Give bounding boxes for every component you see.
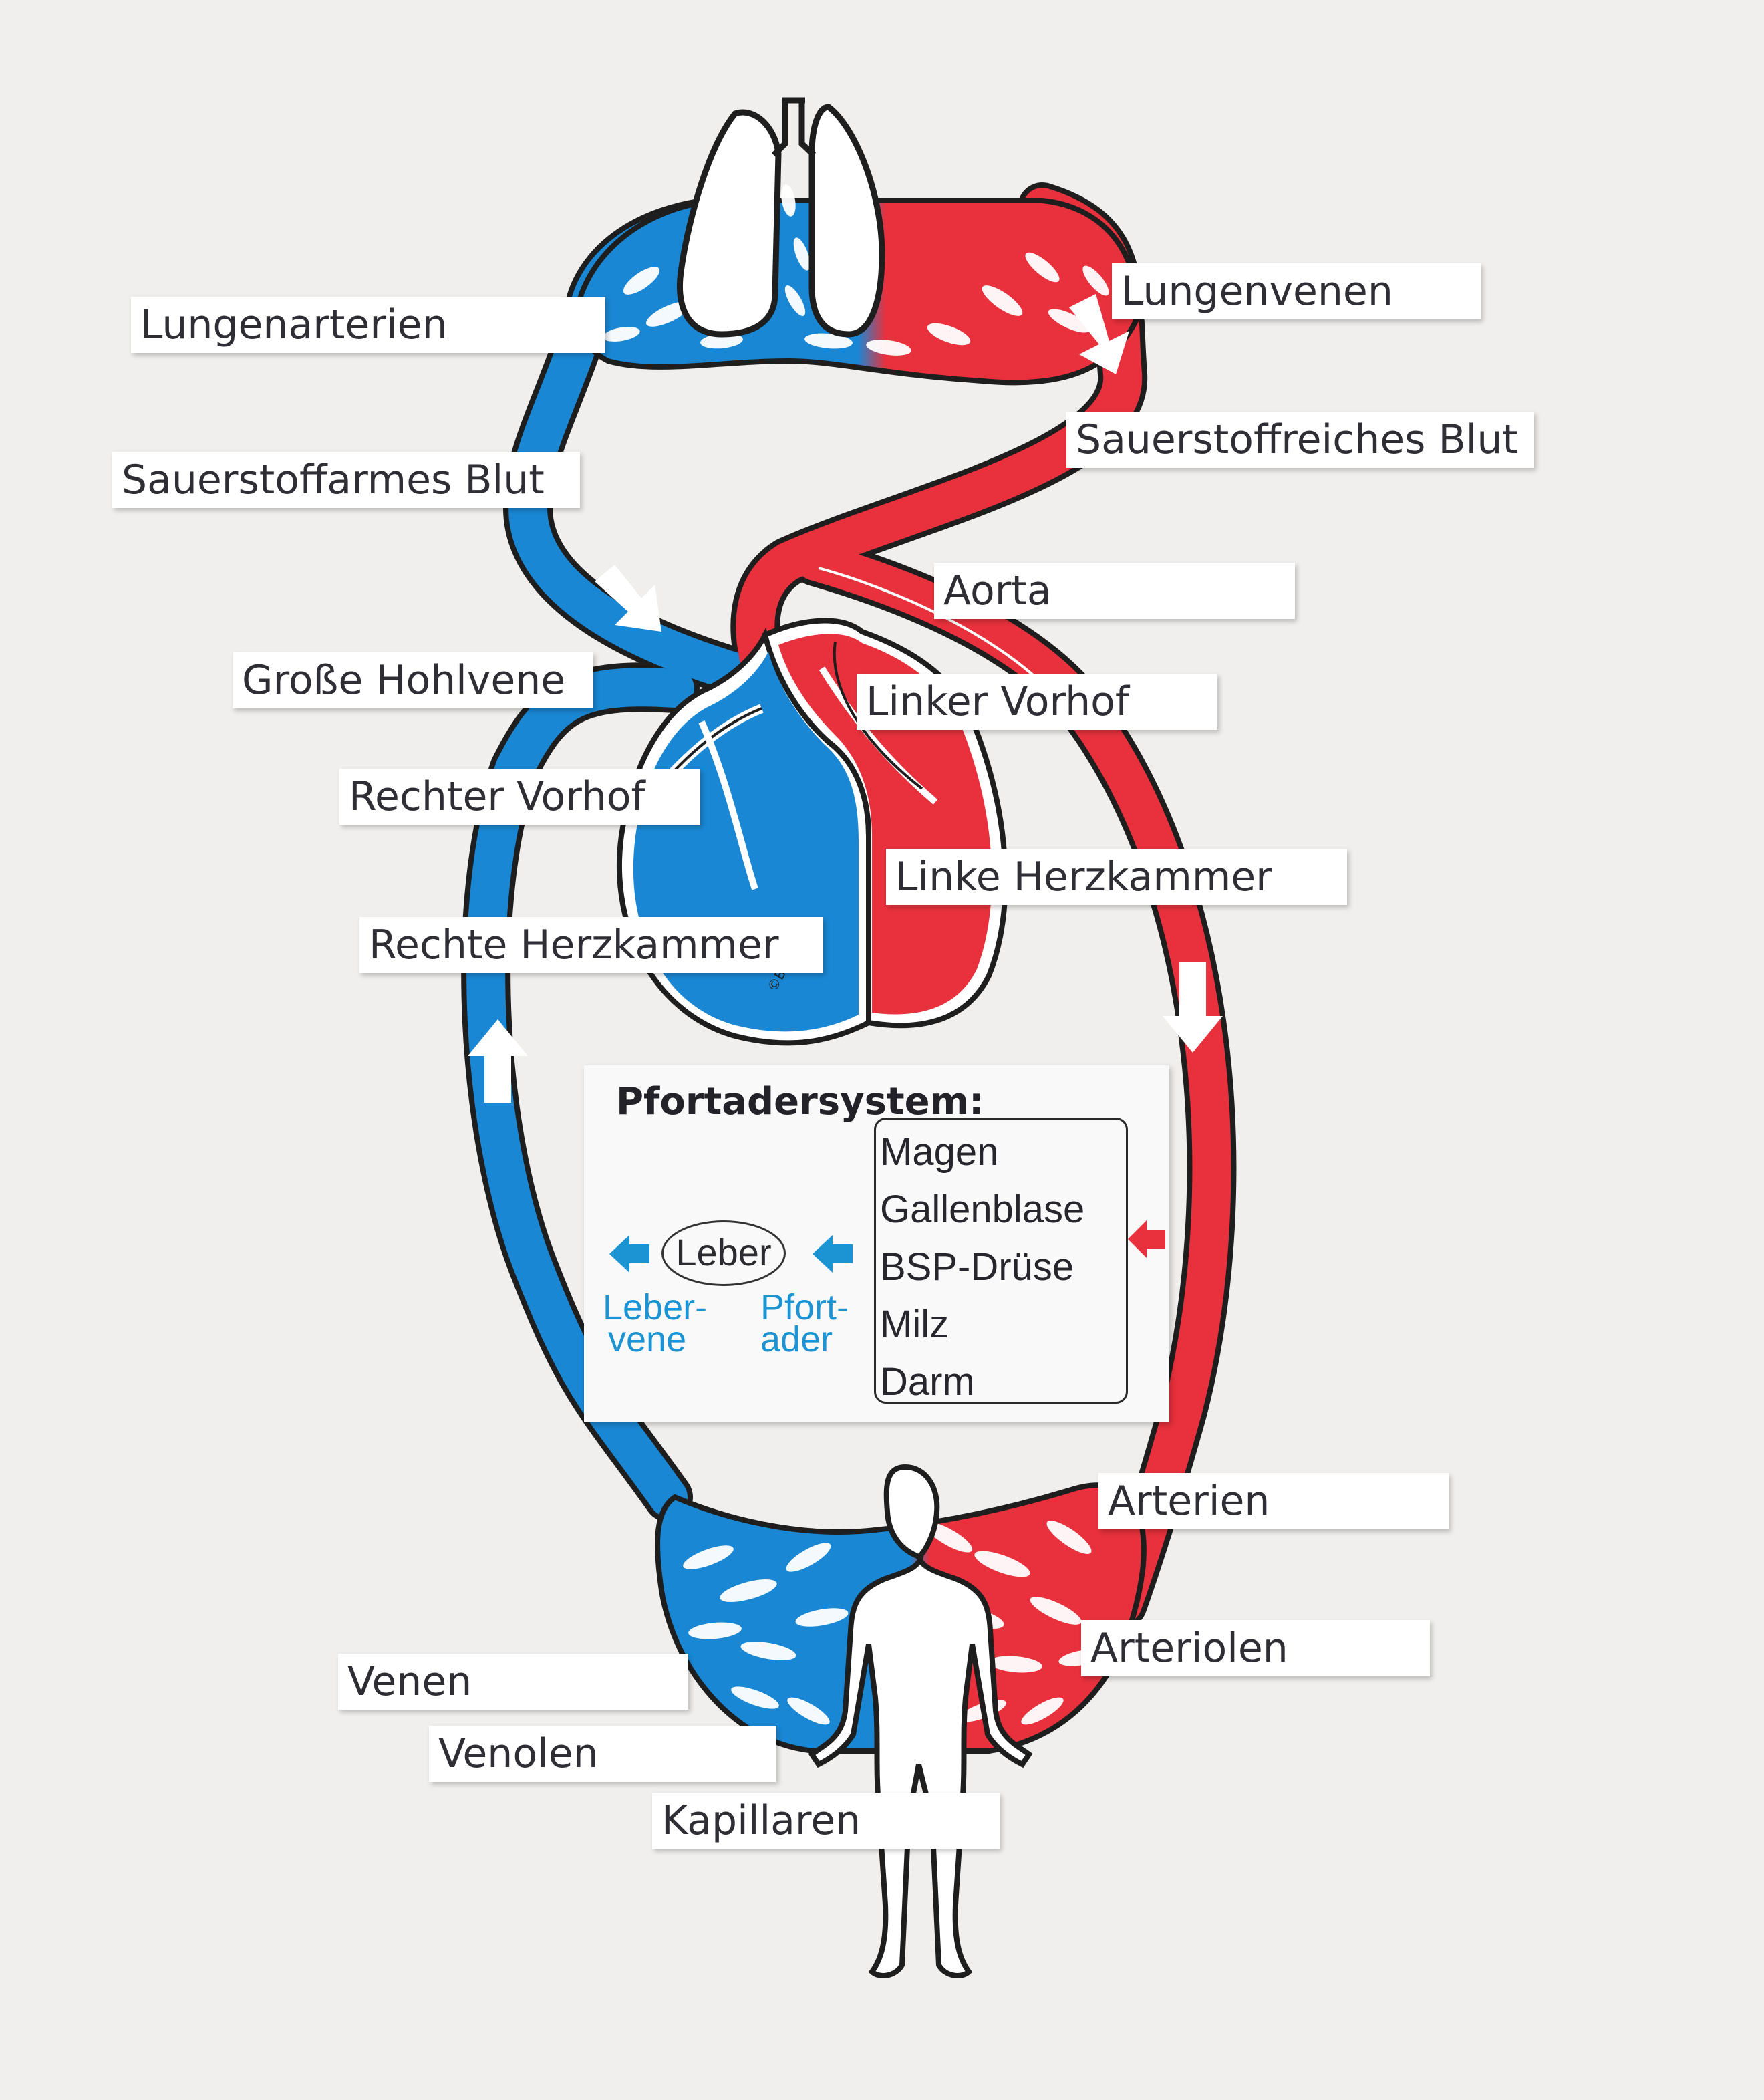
label-linker-vorhof: Linker Vorhof xyxy=(857,674,1217,730)
label-lungenvenen: Lungenvenen xyxy=(1112,263,1481,319)
organ-item: Darm xyxy=(880,1360,975,1404)
label-rechte-herzkammer: Rechte Herzkammer xyxy=(359,917,823,973)
organ-item: BSP-Drüse xyxy=(880,1245,1074,1289)
lungs-icon xyxy=(677,97,885,338)
organ-inflow-arrow-icon xyxy=(1128,1220,1165,1258)
portal-vein-label: Pfort- ader xyxy=(760,1287,849,1359)
liver-oval: Leber xyxy=(662,1220,786,1286)
liver-vein-line-1: Leber- xyxy=(603,1287,708,1327)
label-aorta: Aorta xyxy=(934,563,1295,619)
portal-vein-arrow-icon xyxy=(813,1235,853,1273)
label-rechter-vorhof: Rechter Vorhof xyxy=(339,769,700,825)
organ-item: Milz xyxy=(880,1303,949,1346)
label-arterien: Arterien xyxy=(1098,1473,1449,1529)
human-body-icon xyxy=(808,1464,1033,1978)
label-arteriolen: Arteriolen xyxy=(1081,1620,1430,1676)
label-sauerstoffreiches-blut: Sauerstoffreiches Blut xyxy=(1066,412,1534,468)
organ-item: Gallenblase xyxy=(880,1188,1085,1231)
portal-system-card: Pfortadersystem: Leber Leber- vene Pfort… xyxy=(584,1065,1169,1422)
portal-title: Pfortadersystem: xyxy=(616,1080,984,1124)
label-sauerstoffarmes-blut: Sauerstoffarmes Blut xyxy=(112,452,580,508)
label-kapillaren: Kapillaren xyxy=(652,1793,1000,1849)
portal-vein-line-1: Pfort- xyxy=(760,1287,849,1327)
label-linke-herzkammer: Linke Herzkammer xyxy=(886,849,1347,905)
liver-vein-arrow-icon xyxy=(609,1235,649,1273)
label-venen: Venen xyxy=(338,1654,688,1710)
label-grosse-hohlvene: Große Hohlvene xyxy=(233,652,593,708)
organ-list: Magen Gallenblase BSP-Drüse Milz Darm xyxy=(874,1118,1128,1404)
flow-arrow-icon xyxy=(468,294,1223,1103)
organ-item: Magen xyxy=(880,1130,999,1174)
liver-vein-line-2: vene xyxy=(608,1319,687,1359)
portal-vein-line-2: ader xyxy=(760,1319,833,1359)
liver-vein-label: Leber- vene xyxy=(603,1287,708,1359)
label-lungenarterien: Lungenarterien xyxy=(131,297,605,353)
label-venolen: Venolen xyxy=(429,1726,776,1782)
